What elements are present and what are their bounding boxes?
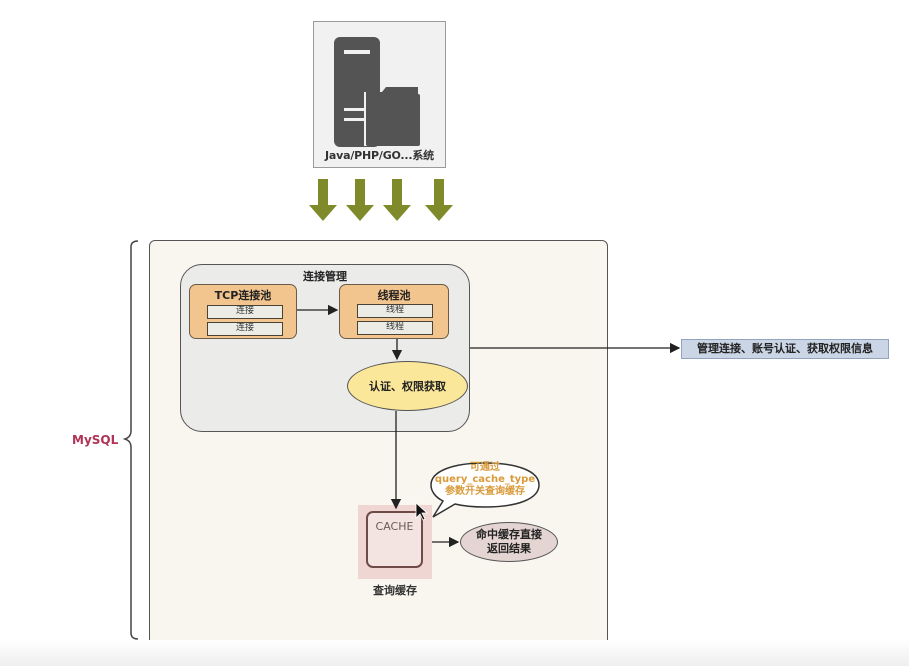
client-system-box xyxy=(313,21,446,168)
thread-pool-title: 线程池 xyxy=(377,289,411,302)
mysql-brace xyxy=(122,240,139,640)
authentication-node: 认证、权限获取 xyxy=(347,361,468,411)
down-arrow-icon xyxy=(309,179,337,221)
client-system-label: Java/PHP/GO...系统 xyxy=(325,149,434,162)
tcp-connection-slot: 连接 xyxy=(207,305,283,319)
mouse-cursor-icon xyxy=(415,502,429,521)
cache-hit-line: 返回结果 xyxy=(487,542,531,555)
authentication-label: 认证、权限获取 xyxy=(369,380,446,393)
bottom-fade xyxy=(0,640,909,666)
speech-bubble xyxy=(430,462,540,518)
thread-slot: 线程 xyxy=(357,304,433,318)
cache-hit-line: 命中缓存直接 xyxy=(476,528,542,541)
bubble-line: 可通过 xyxy=(470,462,500,473)
cache-hit-node: 命中缓存直接 返回结果 xyxy=(460,522,558,562)
tcp-connection-slot: 连接 xyxy=(207,322,283,336)
thread-slot: 线程 xyxy=(357,321,433,335)
tcp-pool-title: TCP连接池 xyxy=(214,289,272,302)
down-arrow-icon xyxy=(383,179,411,221)
connection-management-note: 管理连接、账号认证、获取权限信息 xyxy=(681,339,889,359)
query-cache-bubble-text: 可通过 query_cache_type 参数开关查询缓存 xyxy=(425,462,545,498)
bubble-line: 参数开关查询缓存 xyxy=(445,486,525,497)
server-folder-icon xyxy=(334,37,420,147)
mysql-label: MySQL xyxy=(72,433,119,447)
down-arrow-icon xyxy=(425,179,453,221)
down-arrow-icon xyxy=(346,179,374,221)
cache-icon-text: CACHE xyxy=(375,520,414,533)
connection-management-title: 连接管理 xyxy=(303,270,347,283)
cache-icon xyxy=(366,511,423,568)
bubble-line: query_cache_type xyxy=(434,474,536,485)
query-cache-label: 查询缓存 xyxy=(373,584,417,597)
